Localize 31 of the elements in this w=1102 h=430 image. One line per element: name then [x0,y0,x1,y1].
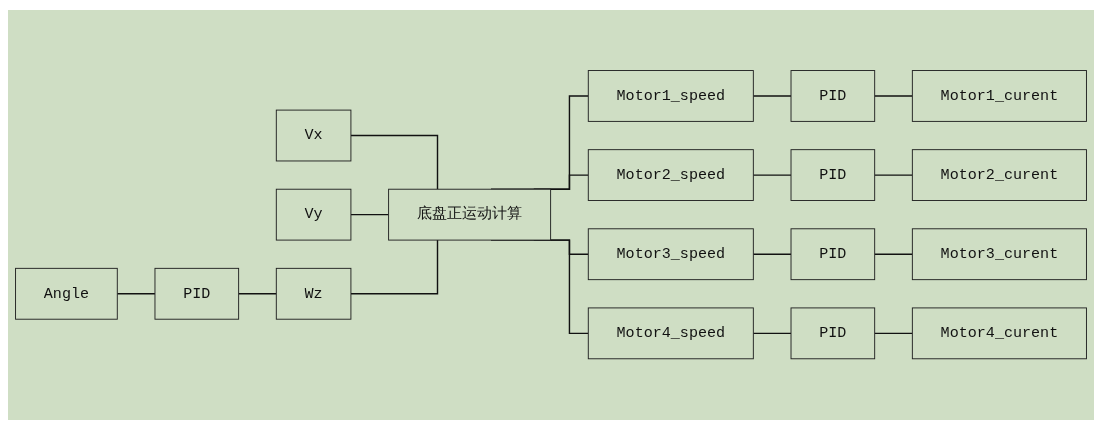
connector [752,253,792,256]
node-box: Motor2_speed [587,149,754,202]
node-box: PID [790,70,876,123]
connector [873,253,914,256]
node-box: PID [790,307,876,360]
node-box: PID [790,228,876,281]
connector [350,135,439,191]
node-box: Angle [15,268,118,321]
connector [752,95,792,97]
node-box: Motor1_curent [911,70,1087,123]
connector [873,333,914,335]
node-box: Motor2_curent [911,149,1087,202]
node-box: 底盘正运动计算 [388,189,552,241]
node-box: Vx [275,109,352,162]
connector [350,214,390,216]
connector [873,95,914,97]
node-box: Motor1_speed [587,70,754,123]
connector [752,333,792,335]
node-box: Motor3_speed [587,228,754,281]
node-box: Wz [275,268,352,321]
node-box: Motor4_speed [587,307,754,360]
connector [873,174,914,177]
connector [752,174,792,177]
node-box: Motor4_curent [911,307,1087,360]
node-box: Motor3_curent [911,228,1087,281]
connector [237,293,277,295]
connector [116,293,156,295]
connector [350,239,439,295]
node-box: PID [154,268,240,321]
node-box: PID [790,149,876,202]
node-box: Vy [275,189,352,241]
